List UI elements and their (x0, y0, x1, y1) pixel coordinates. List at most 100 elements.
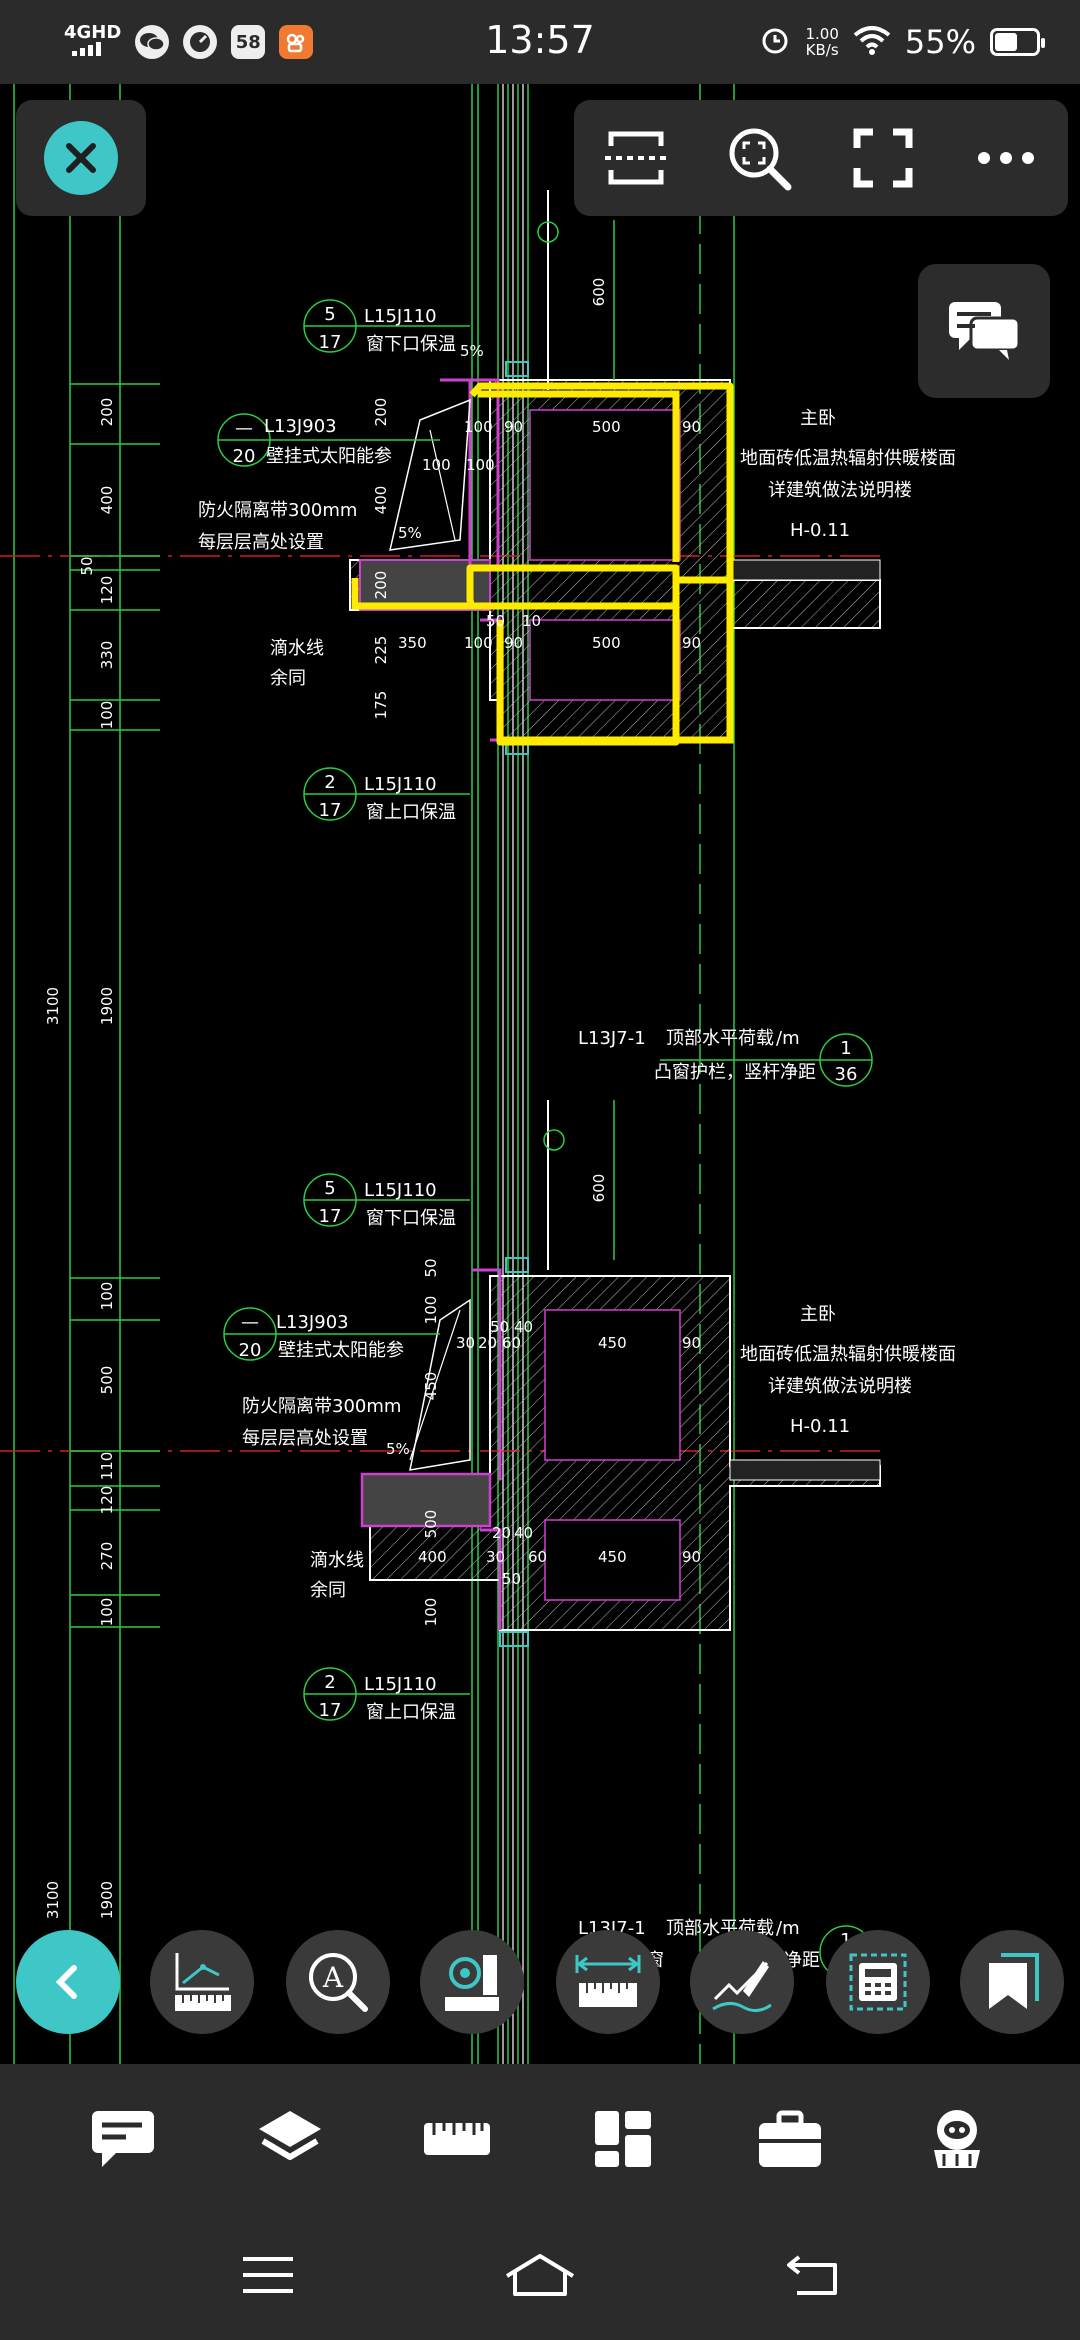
fullscreen-button[interactable] (843, 118, 923, 198)
crop-select-button[interactable] (596, 118, 676, 198)
battery-icon (990, 28, 1045, 56)
view-toolbar (574, 100, 1068, 216)
dim: 90 (504, 418, 523, 436)
signal-bars-icon (64, 42, 121, 60)
dim: 100 (464, 418, 493, 436)
dim: 270 (98, 1542, 116, 1571)
measure-settings-button[interactable] (420, 1930, 524, 2034)
battery-level (995, 33, 1017, 51)
upper-dimensions: 200 400 50 120 330 100 200 400 200 225 1… (44, 278, 701, 1025)
fire-text: 防火隔离带300mm (198, 500, 357, 521)
tool-row: A (0, 1930, 1080, 2040)
svg-text:A: A (322, 1961, 344, 1994)
cad-drawing: 5 17 L15J110 窗下口保温 — 20 L13J903 壁挂式太阳能参 … (0, 84, 956, 2064)
ref-top-text: 窗下口保温 (366, 334, 456, 355)
ref-bottom-code: L15J110 (364, 774, 437, 795)
mid-ref-text-2: 凸窗护栏，竖杆净距 (654, 1062, 816, 1083)
dim: 30 (486, 1548, 505, 1566)
speed-app-icon (183, 25, 218, 59)
drip-text-1: 滴水线 (270, 638, 324, 659)
dim: 20 (492, 1524, 511, 1542)
nav-ruler[interactable] (412, 2094, 502, 2184)
coordinate-measure-button[interactable] (150, 1930, 254, 2034)
ruler-icon (423, 2123, 490, 2155)
dim: 120 (98, 576, 116, 605)
middle-labels: L13J7-1 顶部水平荷载 /m 凸窗护栏，竖杆净距 1 36 (578, 1028, 857, 1085)
more-button[interactable] (966, 118, 1046, 198)
coordinate-measure-icon (175, 1953, 231, 2011)
ref-solar-num: — (241, 1312, 259, 1333)
room-label: 主卧 (800, 408, 836, 429)
close-button[interactable] (44, 121, 118, 195)
dim: 90 (682, 634, 701, 652)
dim: 50 (490, 1318, 509, 1336)
dim: 100 (422, 1598, 440, 1627)
ref-bottom-text: 窗上口保温 (366, 1702, 456, 1723)
dim: 600 (590, 278, 608, 307)
calculator-icon (849, 1953, 907, 2011)
close-panel (16, 100, 146, 216)
reference-markers (217, 299, 873, 1979)
dim: 50 (422, 1258, 440, 1277)
wifi-icon (853, 25, 891, 59)
zoom-region-button[interactable] (719, 118, 799, 198)
back-tool-button[interactable] (16, 1930, 120, 2034)
fullscreen-icon (853, 128, 913, 188)
drawing-canvas[interactable]: 5 17 L15J110 窗下口保温 — 20 L13J903 壁挂式太阳能参 … (0, 84, 1080, 2064)
cut-ref-unit: /m (776, 1918, 800, 1939)
ref-solar-num: — (235, 418, 253, 439)
bookmarks-icon (989, 1953, 1039, 2009)
dim: 100 (98, 1598, 116, 1627)
zoom-region-icon (729, 128, 792, 191)
nav-layers[interactable] (245, 2094, 335, 2184)
system-back-button[interactable] (785, 2253, 839, 2301)
mid-ref-code: L13J7-1 (578, 1028, 646, 1049)
nav-mascot[interactable] (912, 2094, 1002, 2184)
net-speed-unit: KB/s (805, 41, 839, 59)
system-nav (0, 2214, 1080, 2340)
dim: 10 (522, 612, 541, 630)
system-home-button[interactable] (505, 2252, 575, 2302)
ref-solar-code: L13J903 (264, 416, 337, 437)
nav-widgets[interactable] (578, 2094, 668, 2184)
comments-button[interactable] (918, 264, 1050, 398)
ref-bottom-code: L15J110 (364, 1674, 437, 1695)
dimension-measure-button[interactable] (556, 1930, 660, 2034)
dim: 450 (422, 1372, 440, 1401)
dim: 600 (590, 1174, 608, 1203)
dim: 100 (98, 701, 116, 730)
bookmarks-button[interactable] (960, 1930, 1064, 2034)
markup-pen-button[interactable] (690, 1930, 794, 2034)
dim: 330 (98, 641, 116, 670)
system-menu-button[interactable] (241, 2255, 295, 2299)
text-search-button[interactable]: A (286, 1930, 390, 2034)
ref-top-code: L15J110 (364, 1180, 437, 1201)
dim: 40 (514, 1318, 533, 1336)
ref-top-num: 5 (324, 304, 335, 325)
level-label: H-0.11 (790, 520, 850, 541)
dim: 100 (422, 456, 451, 474)
nav-comments[interactable] (78, 2094, 168, 2184)
ref-top-num: 5 (324, 1178, 335, 1199)
calculator-button[interactable] (826, 1930, 930, 2034)
mid-ref-unit: /m (776, 1028, 800, 1049)
text-search-icon: A (309, 1953, 368, 2012)
dim: 90 (682, 418, 701, 436)
dim: 20 (478, 1334, 497, 1352)
network-indicator: 4GHD (64, 24, 121, 60)
cut-ref-text-2b: 净距 (784, 1950, 820, 1971)
lower-labels: 5 17 L15J110 窗下口保温 — 20 L13J903 壁挂式太阳能参 … (239, 1178, 956, 1723)
drip-text-1: 滴水线 (310, 1550, 364, 1571)
dim: 90 (682, 1548, 701, 1566)
mid-ref-text-1: 顶部水平荷载 (666, 1028, 774, 1049)
ref-solar-text: 壁挂式太阳能参 (278, 1340, 404, 1361)
chat-icon (949, 302, 1021, 360)
ref-bottom-text: 窗上口保温 (366, 802, 456, 823)
dim: 60 (528, 1548, 547, 1566)
dim: 450 (598, 1548, 627, 1566)
ref-top-text: 窗下口保温 (366, 1208, 456, 1229)
comment-icon (92, 2111, 155, 2167)
nav-toolbox[interactable] (745, 2094, 835, 2184)
bottom-nav (0, 2064, 1080, 2214)
dim: 500 (592, 634, 621, 652)
